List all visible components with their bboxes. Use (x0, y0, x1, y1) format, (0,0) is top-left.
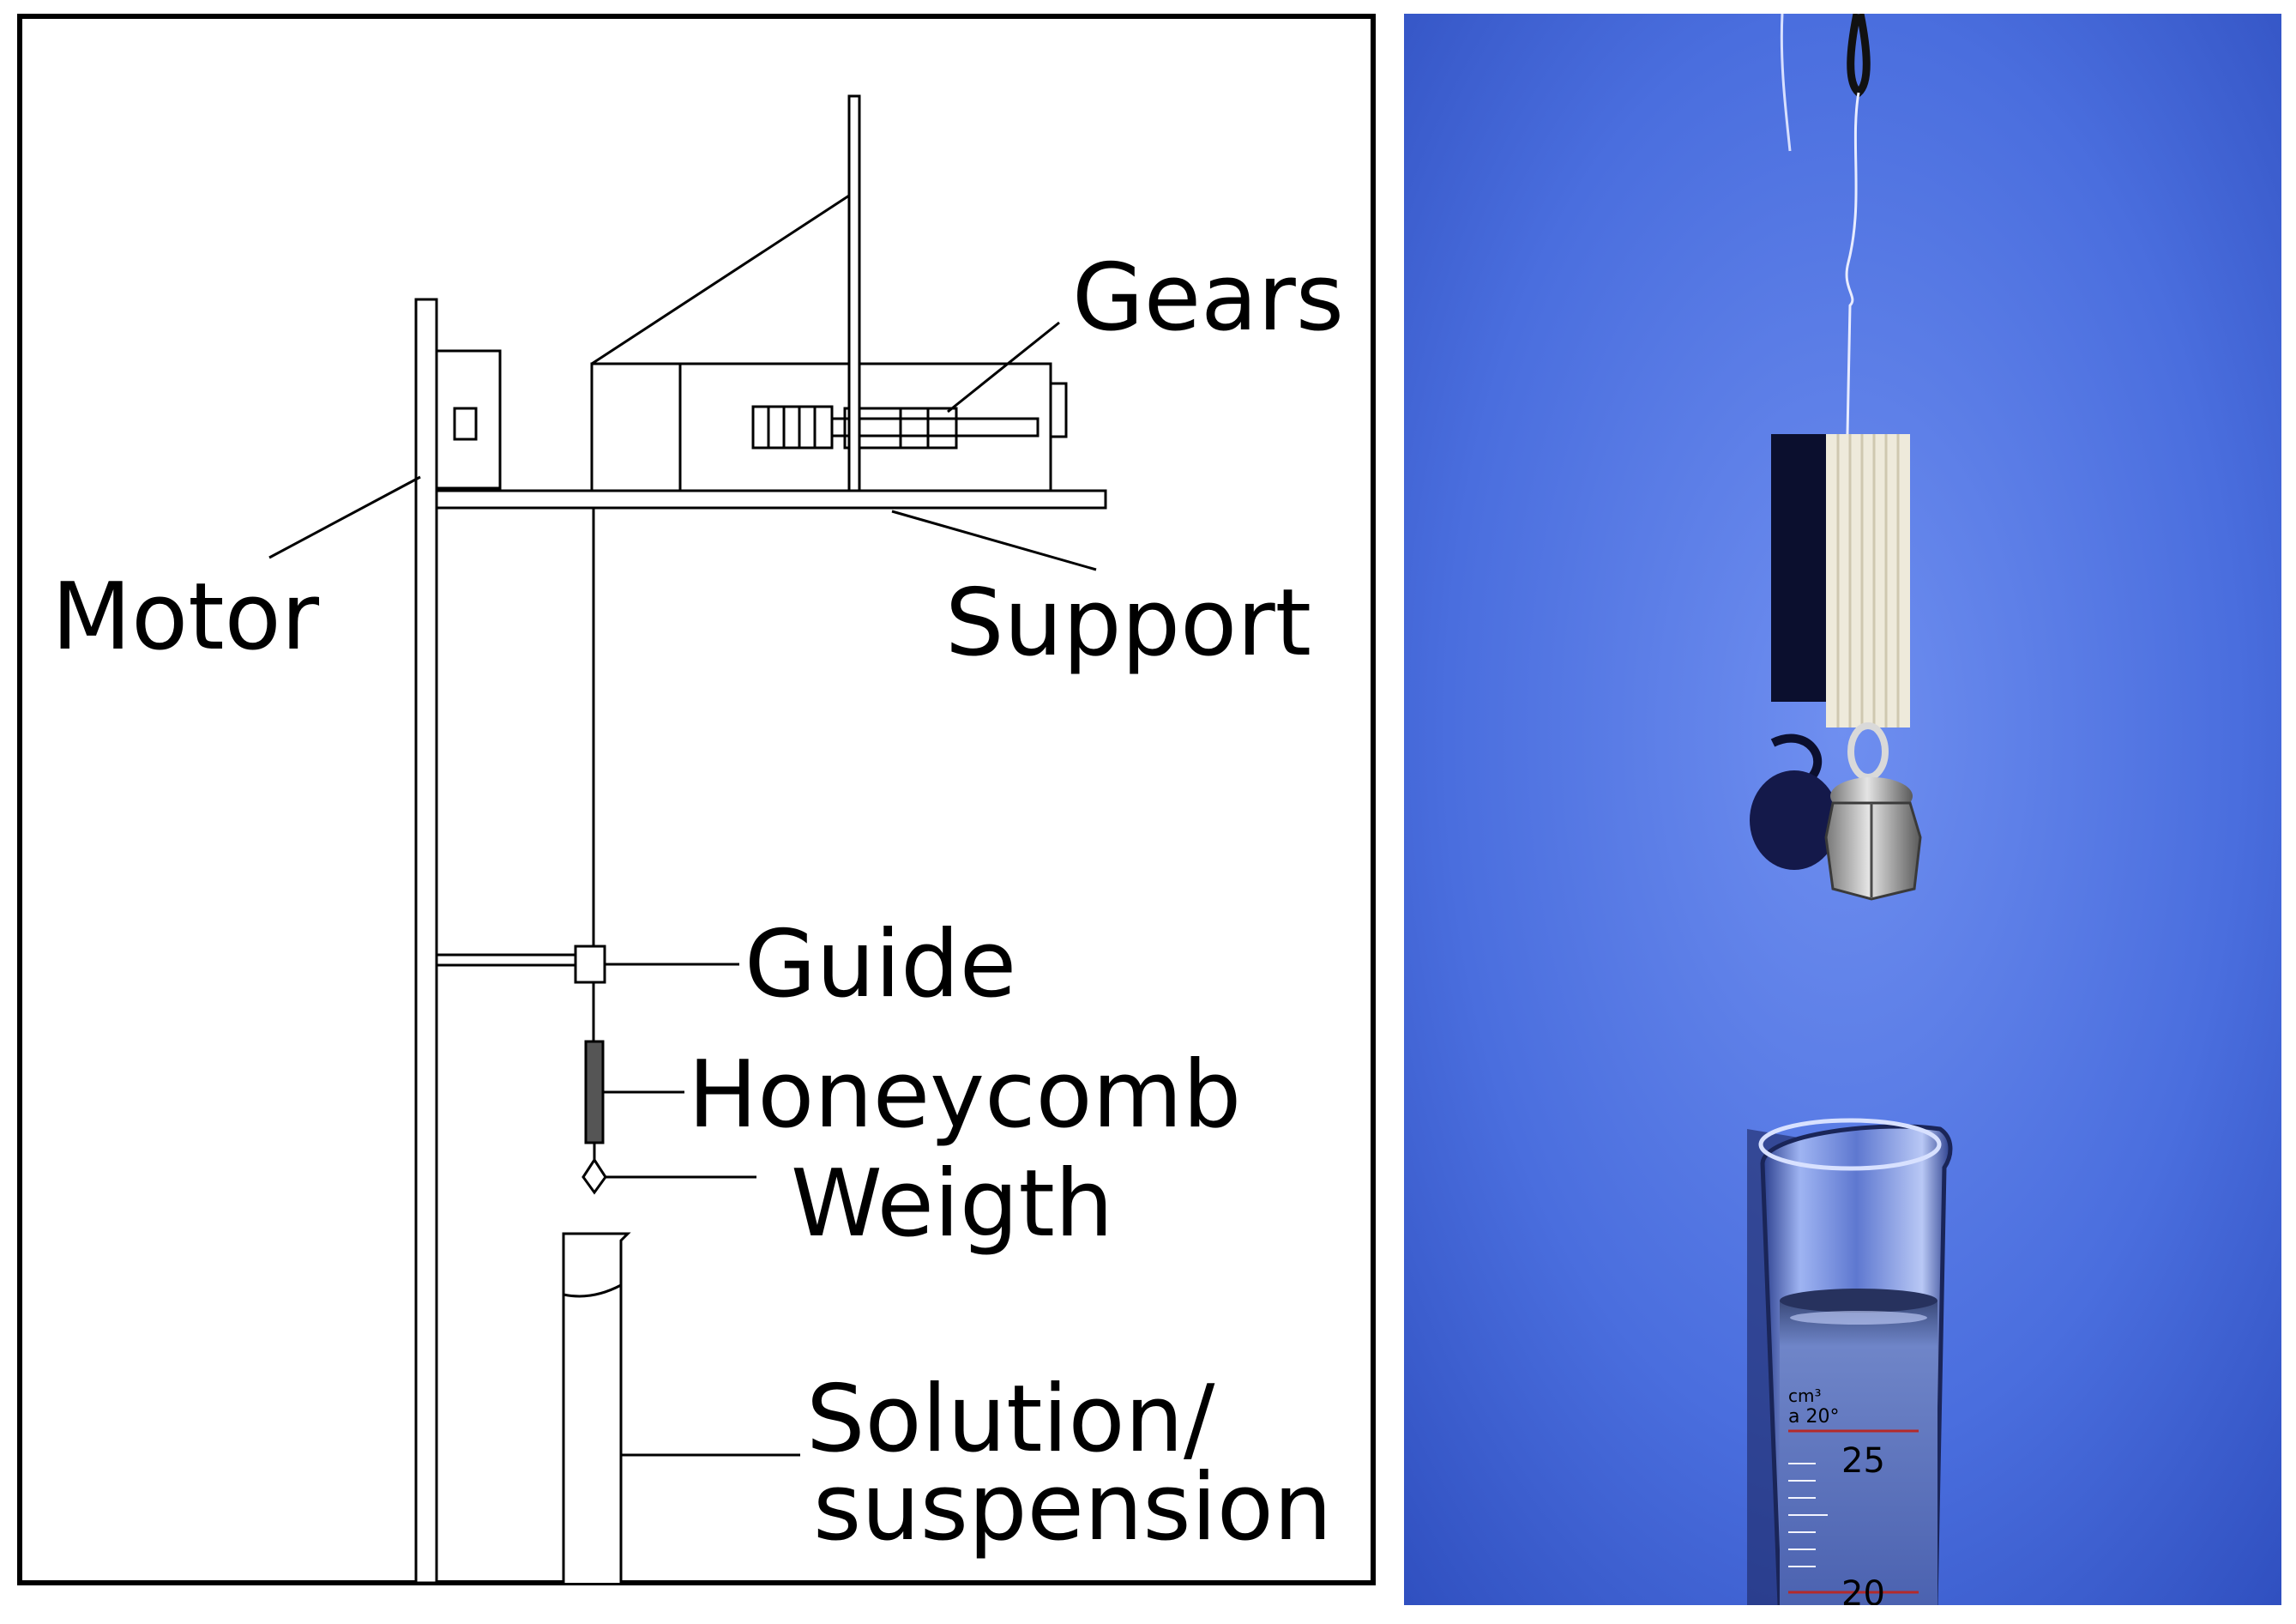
gears-label: Gears (1072, 245, 1344, 352)
diagonal-brace (591, 194, 850, 365)
guide-label: Guide (744, 911, 1016, 1018)
motor-label: Motor (51, 564, 320, 671)
cylinder-mark-20: 20 (1841, 1574, 1885, 1605)
weight-shadow (1750, 770, 1839, 870)
motor-switch (453, 407, 478, 441)
weight-hook-ring (1847, 722, 1889, 781)
gearbox-end-cap (1049, 382, 1068, 438)
weight-photo-nut (1824, 801, 1922, 901)
guide-arm (435, 953, 577, 967)
cylinder-liquid-surface (563, 1283, 622, 1298)
support-leader (891, 510, 1097, 571)
gearbox-housing (590, 362, 1052, 492)
vertical-pole (414, 298, 438, 1585)
cylinder-outline (562, 1232, 631, 1583)
guide-block (574, 945, 606, 984)
cylinder-rim (1758, 1118, 1942, 1171)
thread-right (1845, 92, 1860, 435)
honeycomb-shadow (1771, 434, 1828, 702)
motor-box (435, 349, 502, 490)
gears-leader (947, 321, 1060, 414)
honeycomb-label: Honeycomb (688, 1041, 1241, 1149)
gear-shaft (830, 417, 1040, 438)
honeycomb-photo-sample (1826, 434, 1910, 727)
upright-rod (847, 94, 861, 492)
solution-label-line2: suspension (813, 1454, 1332, 1561)
support-plate (435, 489, 1107, 510)
cylinder-unit-label: cm³ (1788, 1386, 1822, 1406)
thread-left (1780, 14, 1792, 152)
apparatus-photo: cm³ a 20° 25 20 (1404, 14, 2281, 1605)
motor-leader (268, 475, 421, 559)
honeycomb-sample (584, 1040, 605, 1144)
liquid-meniscus (1780, 1289, 1937, 1313)
cylinder-mark-25: 25 (1841, 1441, 1885, 1481)
cylinder-photo-liquid (1780, 1301, 1937, 1605)
diagram-frame (17, 14, 1376, 1585)
solution-label-line1: Solution/ (806, 1366, 1215, 1473)
cylinder-temp-label: a 20° (1788, 1406, 1839, 1428)
weight-label: Weigth (791, 1150, 1113, 1258)
weight-drop (582, 1157, 607, 1195)
apparatus-diagram: Gears Motor Support Guide Honeycomb Weig… (17, 14, 1376, 1585)
weight-shadow-ring (1770, 734, 1823, 785)
support-label: Support (945, 570, 1311, 677)
